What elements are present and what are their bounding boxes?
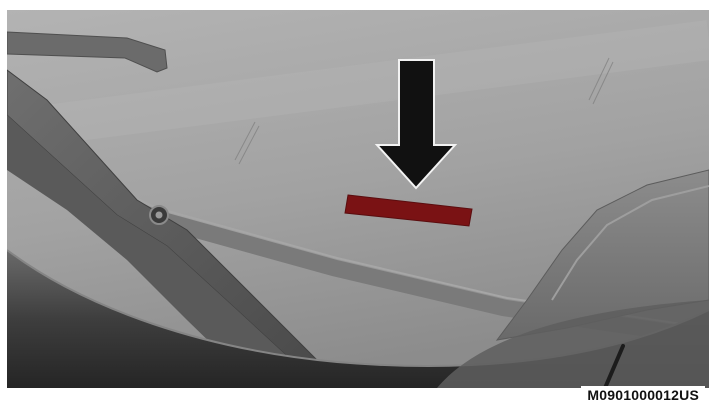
windshield-vin-illustration bbox=[7, 10, 709, 388]
wiper-pivot-bolt bbox=[156, 212, 163, 219]
figure-id-label: M0901000012US bbox=[581, 386, 705, 405]
